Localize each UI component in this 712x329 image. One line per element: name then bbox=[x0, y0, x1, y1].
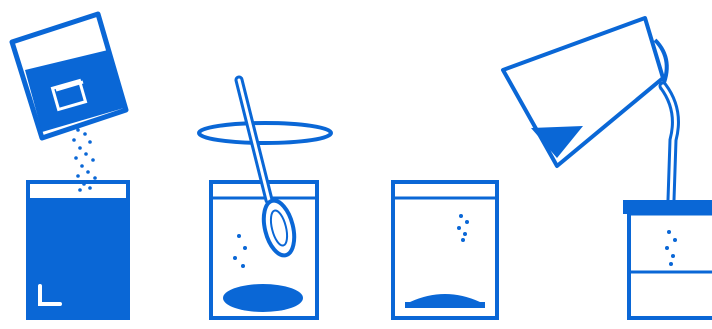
stir-motion-ring bbox=[199, 123, 331, 143]
pour-stream bbox=[663, 86, 675, 200]
settling-container bbox=[393, 182, 497, 318]
spoon bbox=[239, 80, 299, 259]
pour-water-icon bbox=[495, 0, 712, 329]
pouring-jug bbox=[503, 18, 667, 166]
powder-packet bbox=[12, 14, 126, 138]
lidded-container bbox=[623, 200, 712, 318]
filled-container bbox=[28, 182, 128, 318]
pour-powder-icon bbox=[0, 0, 150, 329]
stir-solution-icon bbox=[185, 0, 345, 329]
stirring-container bbox=[211, 182, 317, 318]
